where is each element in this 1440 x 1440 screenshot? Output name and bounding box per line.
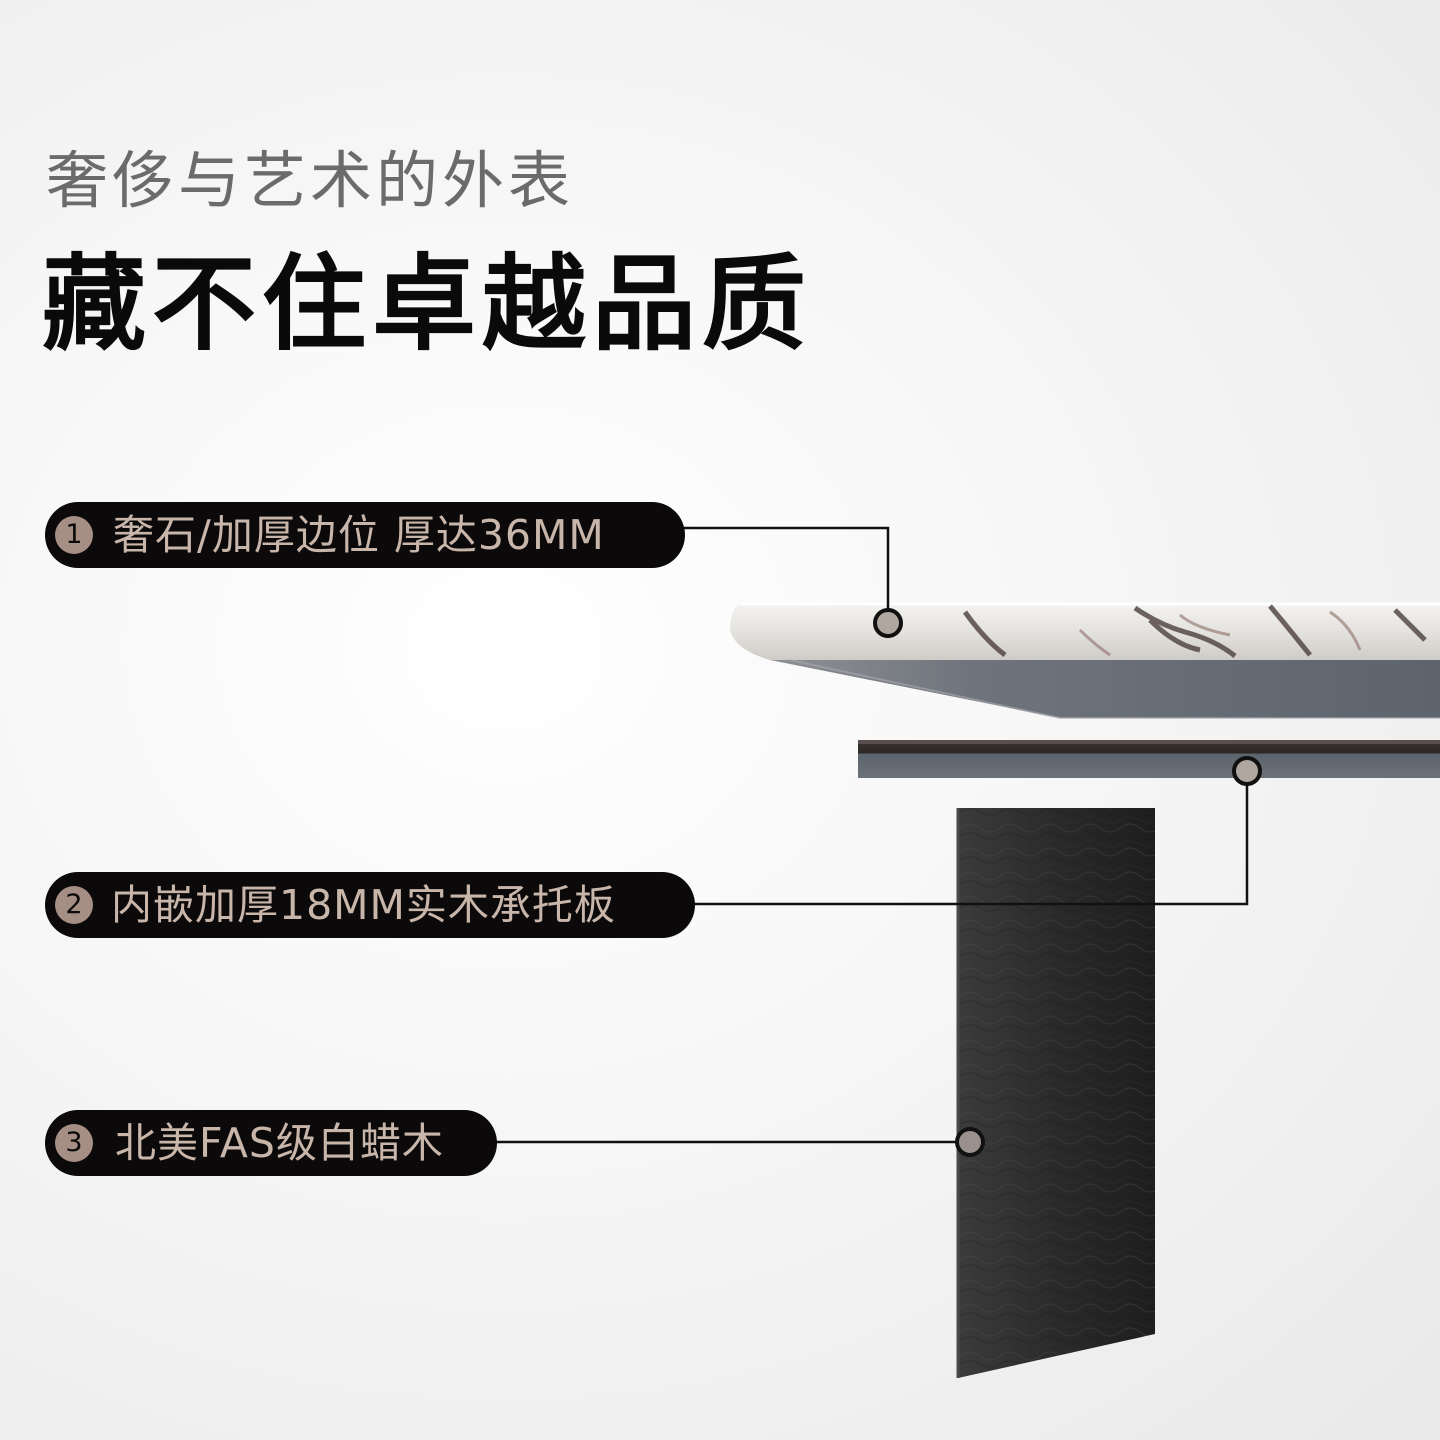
ash-wood-leg	[956, 808, 1155, 1378]
callout-label-1: 奢石/加厚边位 厚达36MM	[113, 510, 605, 559]
number-badge-1: 1	[55, 516, 93, 554]
marker-1	[873, 608, 903, 638]
callout-pill-2: 2 内嵌加厚18MM实木承托板	[45, 872, 695, 938]
callout-pill-3: 3 北美FAS级白蜡木	[45, 1110, 497, 1176]
number-badge-2: 2	[55, 886, 93, 924]
callout-pill-1: 1 奢石/加厚边位 厚达36MM	[45, 502, 685, 568]
marble-tabletop	[730, 602, 1440, 719]
marker-2	[1232, 756, 1262, 786]
callout-line-2	[694, 772, 1249, 906]
marker-3	[955, 1127, 985, 1157]
number-badge-3: 3	[55, 1124, 93, 1162]
callout-line-1	[684, 526, 890, 622]
callout-markers	[873, 608, 1262, 1157]
wood-support-board	[858, 740, 1440, 778]
subtitle: 奢侈与艺术的外表	[46, 144, 575, 217]
callout-label-2: 内嵌加厚18MM实木承托板	[111, 880, 616, 929]
callout-lines	[496, 526, 1249, 1144]
page-title: 藏不住卓越品质	[42, 243, 813, 365]
callout-label-3: 北美FAS级白蜡木	[115, 1118, 444, 1167]
